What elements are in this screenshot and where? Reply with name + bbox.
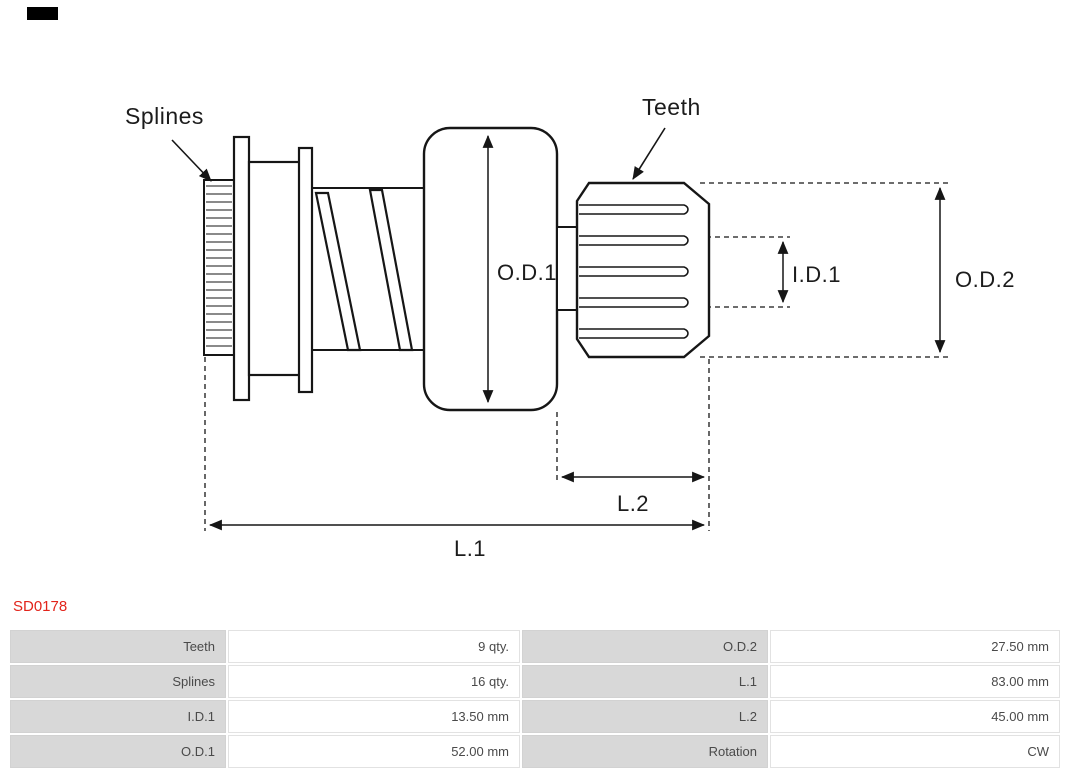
spec-value-cell: 9 qty. <box>228 630 520 663</box>
spline-hatching <box>206 185 232 347</box>
spec-label-cell: O.D.1 <box>10 735 226 768</box>
spec-value-cell: 83.00 mm <box>770 665 1060 698</box>
shaft-neck <box>556 226 579 311</box>
spec-label-cell: Teeth <box>10 630 226 663</box>
spline-shaft <box>203 179 235 356</box>
teeth-label: Teeth <box>642 94 701 120</box>
l1-label: L.1 <box>454 536 486 561</box>
table-row: I.D.1 13.50 mm L.2 45.00 mm <box>10 700 1060 733</box>
splines-leader-arrow <box>171 139 212 182</box>
pinion-gear <box>575 181 711 359</box>
gear-teeth-lines <box>579 204 689 339</box>
spec-value-cell: 13.50 mm <box>228 700 520 733</box>
table-row: O.D.1 52.00 mm Rotation CW <box>10 735 1060 768</box>
spring <box>312 187 424 352</box>
spec-value-cell: 16 qty. <box>228 665 520 698</box>
table-row: Teeth 9 qty. O.D.2 27.50 mm <box>10 630 1060 663</box>
spec-value-cell: 45.00 mm <box>770 700 1060 733</box>
id1-label: I.D.1 <box>792 262 841 287</box>
collar <box>247 160 303 377</box>
od2-label: O.D.2 <box>955 267 1015 292</box>
starter-drive-diagram: Splines Teeth O.D.1 I.D.1 O.D.2 L.2 L.1 <box>125 94 1015 561</box>
spec-value-cell: 27.50 mm <box>770 630 1060 663</box>
spec-label-cell: Rotation <box>522 735 768 768</box>
spec-label-cell: I.D.1 <box>10 700 226 733</box>
stop-ring-front <box>232 135 251 402</box>
part-number: SD0178 <box>13 598 68 615</box>
dimension-lines <box>208 134 946 531</box>
stop-ring-rear <box>297 146 314 394</box>
callouts <box>171 127 666 182</box>
teeth-leader-arrow <box>632 127 666 180</box>
spec-label-cell: O.D.2 <box>522 630 768 663</box>
spec-label-cell: L.1 <box>522 665 768 698</box>
spec-table: Teeth 9 qty. O.D.2 27.50 mm Splines 16 q… <box>8 628 1062 770</box>
l2-label: L.2 <box>617 491 649 516</box>
spec-value-cell: 52.00 mm <box>228 735 520 768</box>
spec-label-cell: Splines <box>10 665 226 698</box>
logo-mark <box>27 7 58 20</box>
spec-label-cell: L.2 <box>522 700 768 733</box>
table-row: Splines 16 qty. L.1 83.00 mm <box>10 665 1060 698</box>
spec-value-cell: CW <box>770 735 1060 768</box>
splines-label: Splines <box>125 103 204 129</box>
od1-label: O.D.1 <box>497 260 557 285</box>
